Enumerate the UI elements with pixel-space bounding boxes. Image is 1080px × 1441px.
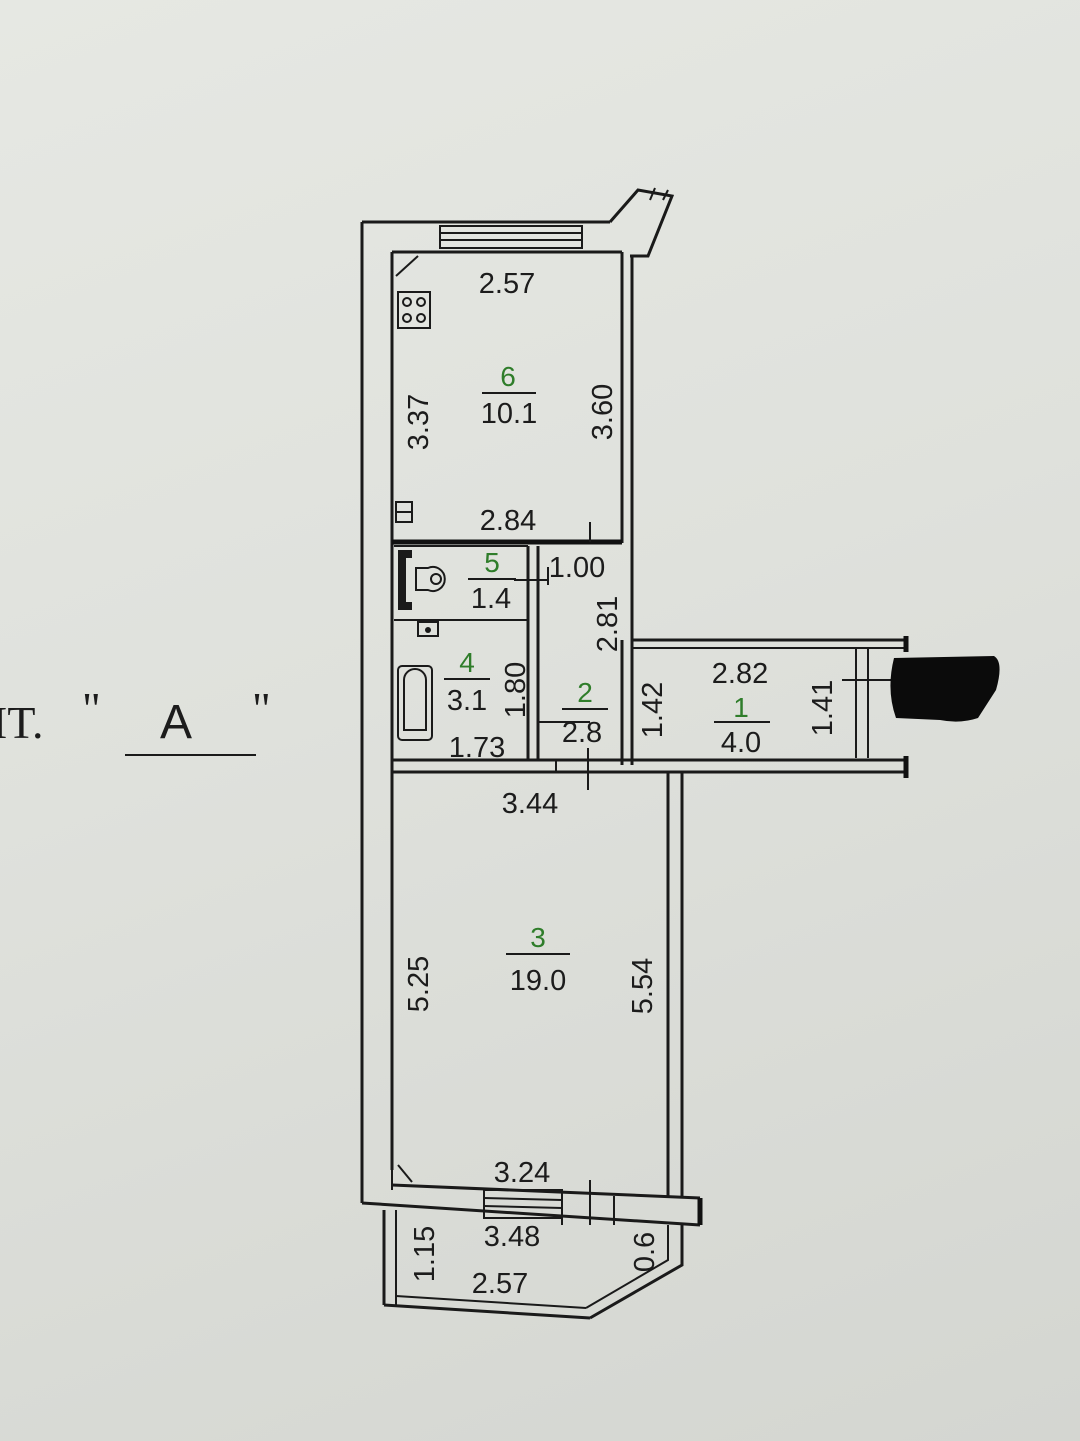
room-5-number: 5	[484, 547, 500, 578]
dim-hall-left: 1.42	[637, 682, 669, 738]
caption-quote-open: "	[82, 683, 101, 734]
room-4-number: 4	[459, 647, 475, 678]
dim-balcony-right: 0.6	[629, 1232, 661, 1272]
dim-bath-height: 1.80	[500, 662, 532, 718]
bathtub-icon	[397, 665, 433, 741]
fixtures	[395, 255, 446, 741]
room-5-label: 5 1.4	[468, 547, 516, 615]
stove-icon	[397, 291, 431, 329]
caption-letter: A	[160, 696, 192, 749]
toilet-icon	[398, 550, 446, 610]
dim-main-top: 3.44	[502, 788, 558, 820]
dim-bath-width: 1.73	[449, 732, 505, 764]
room-1-area: 4.0	[721, 727, 761, 759]
redaction-mark	[890, 656, 1000, 722]
dim-main-bottom: 3.24	[494, 1157, 550, 1189]
room-2-number: 2	[577, 677, 593, 708]
room-6-label: 6 10.1	[481, 361, 537, 430]
dim-balcony-top: 3.48	[484, 1221, 540, 1253]
dim-room1-height: 1.41	[807, 680, 839, 736]
dim-main-left: 5.25	[403, 956, 435, 1012]
dimension-ticks	[514, 567, 896, 723]
room-6-area: 10.1	[481, 398, 537, 430]
room-4-label: 4 3.1	[444, 647, 490, 717]
caption-prefix: IT.	[0, 697, 44, 748]
room-1-number: 1	[733, 692, 749, 723]
room-6-number: 6	[500, 361, 516, 392]
room-1-label: 1 4.0	[714, 692, 770, 759]
kitchen-sink-icon	[395, 501, 413, 523]
dim-hall-height: 2.81	[592, 596, 624, 652]
dim-kitchen-bottom: 2.84	[480, 505, 536, 537]
dimension-labels: 2.57 3.37 3.60 2.84 1.00 2.81 1.80 1.73 …	[403, 268, 839, 1300]
room-3-label: 3 19.0	[506, 922, 570, 997]
room-3-number: 3	[530, 922, 546, 953]
room-4-area: 3.1	[447, 685, 487, 717]
dim-kitchen-right: 3.60	[587, 384, 619, 440]
room-3-area: 19.0	[510, 965, 566, 997]
caption-quote-close: "	[252, 683, 271, 734]
dim-main-right: 5.54	[627, 958, 659, 1014]
kitchen-corner-mark	[395, 255, 419, 277]
bath-sink-icon	[417, 621, 439, 637]
room-2-label: 2 2.8	[562, 677, 608, 749]
room-2-area: 2.8	[562, 717, 602, 749]
dim-kitchen-top: 2.57	[479, 268, 535, 300]
dim-wc-width: 1.00	[549, 552, 605, 584]
room-5-area: 1.4	[471, 583, 511, 615]
dim-balcony-bottom: 2.57	[472, 1268, 528, 1300]
dim-room1-width: 2.82	[712, 658, 768, 690]
walls	[360, 187, 909, 1320]
dim-balcony-left: 1.15	[409, 1226, 441, 1282]
dim-kitchen-left: 3.37	[403, 394, 435, 450]
